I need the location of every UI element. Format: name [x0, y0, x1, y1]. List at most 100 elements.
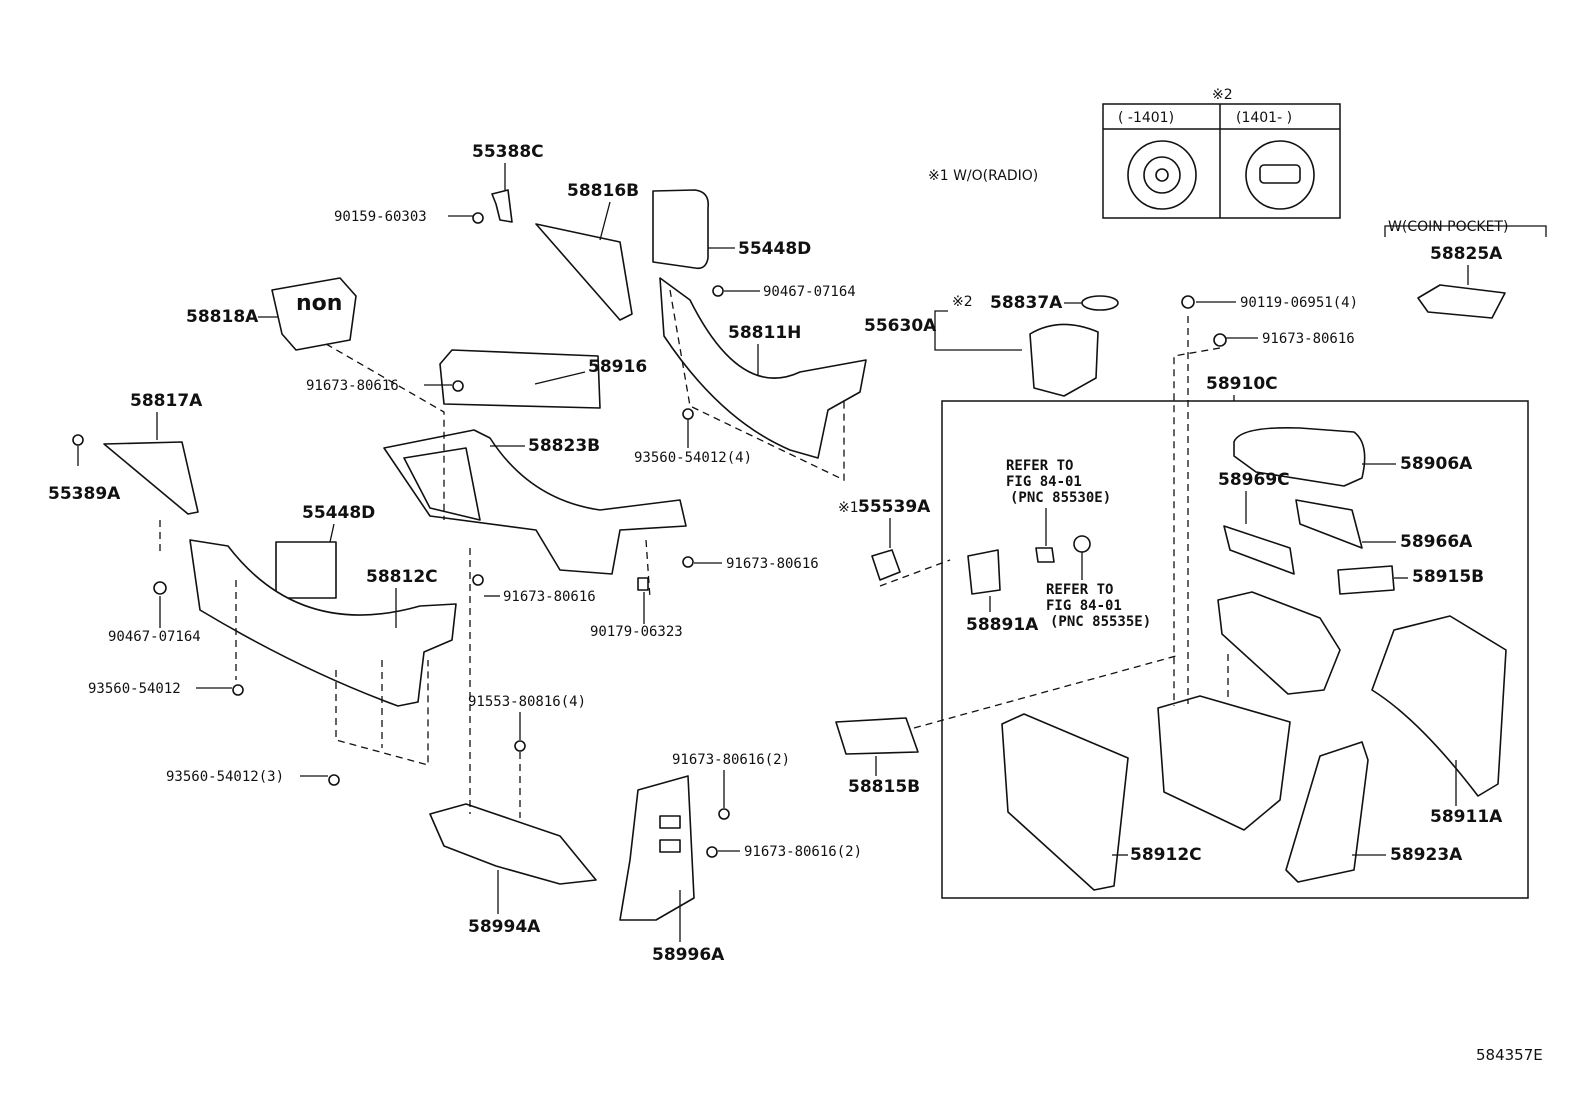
diagram-id: 584357E — [1476, 1046, 1543, 1064]
label-90119-06951-4: 90119-06951(4) — [1240, 295, 1358, 311]
shift-knob-55630A — [1029, 323, 1099, 397]
note-mark-2: ※2 — [1212, 87, 1233, 103]
screw-icon — [718, 808, 730, 820]
label-58811H: 58811H — [728, 323, 801, 343]
screw-icon — [706, 846, 718, 858]
nut-icon — [637, 577, 649, 591]
panel-58811H — [659, 277, 867, 459]
panel-58818A — [271, 277, 357, 351]
bracket-58996A — [619, 775, 695, 921]
clip-icon — [682, 408, 694, 420]
screw-icon — [682, 556, 694, 568]
note-mark-2-knob: ※2 — [952, 294, 973, 310]
label-58994A: 58994A — [468, 917, 541, 937]
panel-58812C — [189, 539, 457, 707]
label-55539A: 55539A — [858, 497, 931, 517]
label-90159-60303: 90159-60303 — [334, 209, 427, 225]
console-opening — [403, 447, 481, 521]
label-93560-54012: 93560-54012 — [88, 681, 181, 697]
panel-58912C — [1001, 713, 1129, 891]
label-58816B: 58816B — [567, 181, 639, 201]
ref1-line3: (PNC 85530E) — [1010, 490, 1111, 506]
label-55389A: 55389A — [48, 484, 121, 504]
bracket-slot — [659, 815, 681, 829]
bolt-icon — [514, 740, 526, 752]
label-58906A: 58906A — [1400, 454, 1473, 474]
clip-icon — [328, 774, 340, 786]
label-91673-80616-2a: 91673-80616(2) — [672, 752, 790, 768]
label-58823B: 58823B — [528, 436, 600, 456]
label-55388C: 55388C — [472, 142, 544, 162]
screw-icon — [472, 574, 484, 586]
panel-58966A — [1295, 499, 1363, 549]
bracket-58994A — [429, 803, 597, 885]
label-58916: 58916 — [588, 357, 647, 377]
label-55448D: 55448D — [302, 503, 375, 523]
ref2-line1: REFER TO — [1046, 582, 1113, 598]
bracket-slot — [659, 839, 681, 853]
label-58891A: 58891A — [966, 615, 1039, 635]
coin-pocket-tray — [1417, 284, 1506, 319]
label-55448D-top: 55448D — [738, 239, 811, 259]
label-55630A: 55630A — [864, 316, 937, 336]
screw-icon — [1213, 333, 1227, 347]
mat-58815B — [835, 717, 919, 755]
label-58910C: 58910C — [1206, 374, 1278, 394]
bulb-icon — [1073, 535, 1091, 553]
assembly-box-58910C — [941, 400, 1529, 899]
panel-58923A — [1285, 741, 1369, 883]
ref2-line2: FIG 84-01 — [1046, 598, 1122, 614]
label-58815B: 58815B — [848, 777, 920, 797]
label-58969C: 58969C — [1218, 470, 1290, 490]
label-58812C: 58812C — [366, 567, 438, 587]
label-91673-80616-b: 91673-80616 — [503, 589, 596, 605]
label-91673-80616-2b: 91673-80616(2) — [744, 844, 862, 860]
bolt-icon — [1181, 295, 1195, 309]
label-93560-54012-4: 93560-54012(4) — [634, 450, 752, 466]
coin-pocket-group: W(COIN POCKET) 58825A — [1384, 219, 1547, 319]
switch-55539A — [871, 549, 901, 581]
variant-col-2: (1401- ) — [1236, 110, 1292, 126]
ref2-line3: (PNC 85535E) — [1050, 614, 1151, 630]
panel-55448D — [275, 541, 337, 599]
label-58915B: 58915B — [1412, 567, 1484, 587]
label-91553-80816-4: 91553-80816(4) — [468, 694, 586, 710]
label-58996A: 58996A — [652, 945, 725, 965]
armrest-58906A — [1233, 426, 1366, 487]
label-58923A: 58923A — [1390, 845, 1463, 865]
panel-58969C — [1223, 525, 1295, 575]
panel-58915B — [1337, 565, 1395, 595]
label-91673-80616-c: 91673-80616 — [726, 556, 819, 572]
clip-icon — [72, 434, 84, 446]
clip-icon — [232, 684, 244, 696]
note-coin-pocket: W(COIN POCKET) — [1388, 219, 1508, 235]
frame-upper — [1217, 591, 1341, 695]
panel-58911A — [1371, 615, 1507, 797]
note-mark-1: ※1 — [838, 500, 859, 516]
label-58912C: 58912C — [1130, 845, 1202, 865]
label-93560-54012-3: 93560-54012(3) — [166, 769, 284, 785]
lamp-icon — [1035, 547, 1055, 563]
label-58818A: 58818A — [186, 307, 259, 327]
panel-58817A — [103, 441, 199, 515]
bracket-58891A — [967, 549, 1001, 595]
screw-icon — [452, 380, 464, 392]
screw-icon — [472, 212, 484, 224]
bracket-55388C — [491, 189, 513, 223]
panel-58816B — [535, 223, 633, 321]
label-90467-07164-top: 90467-07164 — [763, 284, 856, 300]
knob-round-icon — [1127, 140, 1197, 210]
switch-cluster-icon: non — [296, 291, 342, 316]
frame-lower — [1157, 695, 1291, 831]
note-without-radio: ※1 W/O(RADIO) — [928, 168, 1038, 184]
variant-col-1: ( -1401) — [1118, 110, 1174, 126]
clip-icon — [153, 581, 167, 595]
ref1-line1: REFER TO — [1006, 458, 1073, 474]
label-58966A: 58966A — [1400, 532, 1473, 552]
clip-icon — [712, 285, 724, 297]
label-58817A: 58817A — [130, 391, 203, 411]
label-90179-06323: 90179-06323 — [590, 624, 683, 640]
knob-cap-icon — [1081, 295, 1119, 311]
label-58825A: 58825A — [1430, 244, 1503, 264]
